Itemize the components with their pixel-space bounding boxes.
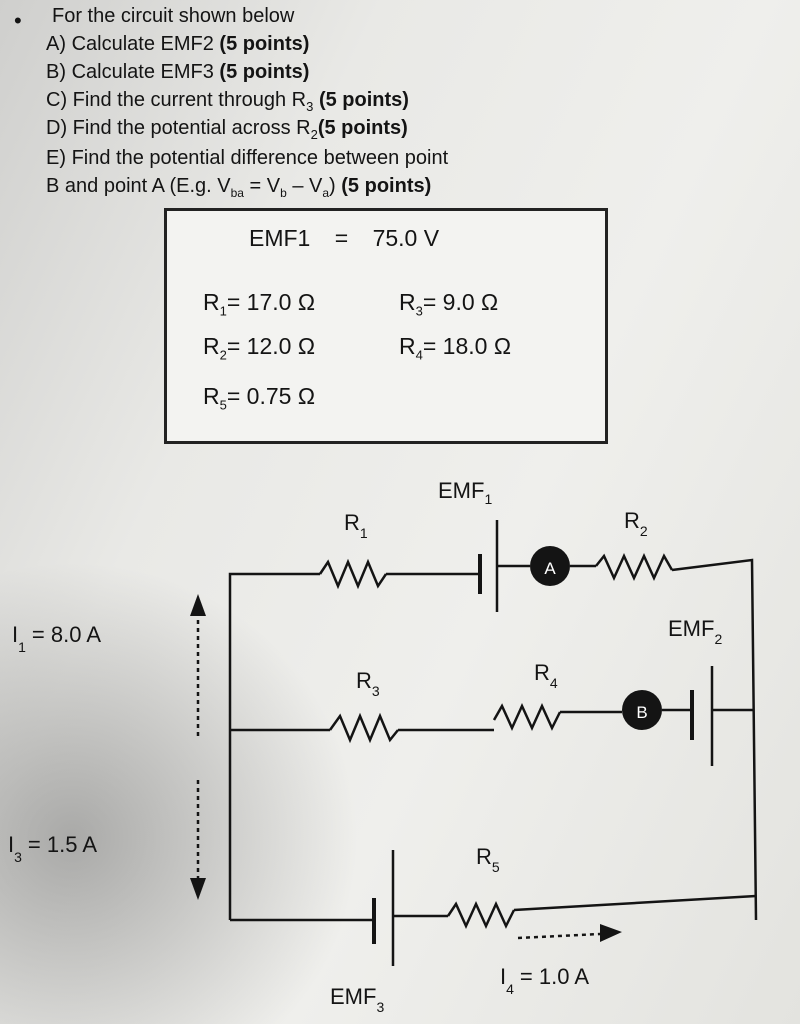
text-c: Find the current through R — [72, 89, 307, 111]
r2-sub: 2 — [219, 347, 227, 363]
point-b-label: B — [636, 703, 647, 722]
label-b: B) — [46, 61, 66, 83]
r2-given: R2= 12.0 Ω — [203, 333, 315, 363]
sub-d: 2 — [310, 127, 318, 142]
text-close: ) — [329, 175, 336, 197]
sub-b: b — [280, 186, 287, 200]
text-e2: B and point A (E.g. V — [46, 175, 231, 197]
points-c: (5 points) — [318, 89, 409, 111]
r4-given: R4= 18.0 Ω — [399, 333, 511, 363]
question-e-line2: B and point A (E.g. Vba = Vb – Va) (5 po… — [46, 174, 431, 205]
r2-val: = 12.0 Ω — [226, 333, 316, 359]
emf1-diagram-label: EMF1 — [438, 478, 492, 507]
wire-bottom-right — [513, 894, 757, 912]
emf1-eq: = — [334, 225, 349, 251]
r5-diagram-label: R5 — [476, 844, 500, 875]
text-b: Calculate EMF3 — [71, 61, 214, 83]
label-c: C) — [46, 89, 68, 111]
sub-c: 3 — [306, 99, 314, 114]
r1-given: R1= 17.0 Ω — [203, 289, 315, 319]
label-d: D) — [46, 117, 68, 139]
i1-label: I1= 8.0 A — [12, 622, 101, 655]
intro-text: For the circuit shown below — [52, 5, 295, 27]
question-a: A) Calculate EMF2 (5 points) — [46, 32, 309, 56]
resistor-r5 — [446, 900, 516, 930]
question-intro: For the circuit shown below — [52, 4, 294, 28]
sub-a: a — [322, 186, 330, 200]
r5-sub: 5 — [219, 397, 227, 413]
r4-sub: 4 — [415, 347, 423, 363]
r3-val: = 9.0 Ω — [422, 289, 499, 315]
emf3-diagram-label: EMF3 — [330, 984, 384, 1015]
r3-sub: 3 — [415, 303, 423, 319]
resistor-r2 — [595, 552, 674, 582]
points-d: (5 points) — [317, 117, 408, 139]
r3-sym: R — [399, 289, 416, 315]
r3-diagram-label: R3 — [356, 668, 380, 699]
emf2-diagram-label: EMF2 — [668, 616, 722, 647]
r5-sym: R — [203, 383, 220, 409]
resistor-r4 — [492, 702, 562, 732]
given-values-box: EMF1 = 75.0 V R1= 17.0 Ω R3= 9.0 Ω R2= 1… — [164, 208, 608, 444]
i3-label: I3= 1.5 A — [8, 832, 97, 865]
r1-sub: 1 — [219, 303, 227, 319]
i3-arrow-head — [190, 878, 206, 900]
r1-val: = 17.0 Ω — [226, 289, 316, 315]
sub-ba: ba — [230, 186, 244, 200]
text-minus: – V — [286, 175, 323, 197]
points-a: (5 points) — [219, 33, 310, 55]
r2-diagram-label: R2 — [624, 508, 648, 539]
question-c: C) Find the current through R3 (5 points… — [46, 88, 409, 119]
text-d: Find the potential across R — [72, 117, 311, 139]
i1-arrow-head — [190, 594, 206, 616]
question-e: E) Find the potential difference between… — [46, 146, 448, 170]
r5-val: = 0.75 Ω — [226, 383, 316, 409]
label-e: E) — [46, 147, 66, 169]
emf1-given: EMF1 = 75.0 V — [249, 225, 439, 252]
r1-diagram-label: R1 — [344, 510, 368, 541]
wire-top-left — [228, 572, 320, 920]
question-b: B) Calculate EMF3 (5 points) — [46, 60, 309, 84]
points-b: (5 points) — [219, 61, 310, 83]
i4-arrow-line — [517, 932, 601, 940]
i4-arrow-head — [600, 924, 622, 942]
question-d: D) Find the potential across R2(5 points… — [46, 116, 408, 147]
text-eq: = V — [243, 175, 281, 197]
i4-label: I4= 1.0 A — [500, 964, 589, 997]
bullet-point: • — [14, 8, 22, 33]
r4-diagram-label: R4 — [534, 660, 558, 691]
r5-given: R5= 0.75 Ω — [203, 383, 315, 413]
resistor-r1 — [318, 558, 388, 590]
wire-top-right — [671, 558, 758, 921]
emf1-value: 75.0 V — [372, 225, 440, 251]
emf1-label: EMF1 — [249, 225, 311, 251]
r1-sym: R — [203, 289, 220, 315]
r2-sym: R — [203, 333, 220, 359]
label-a: A) — [46, 33, 66, 55]
r4-val: = 18.0 Ω — [422, 333, 512, 359]
text-e: Find the potential difference between po… — [71, 147, 449, 169]
shadow — [0, 560, 360, 1024]
text-a: Calculate EMF2 — [71, 33, 214, 55]
resistor-r3 — [328, 712, 399, 744]
point-a-marker — [530, 546, 570, 586]
point-a-label: A — [544, 559, 556, 578]
r3-given: R3= 9.0 Ω — [399, 289, 498, 319]
points-e: (5 points) — [341, 175, 432, 197]
point-b-marker — [622, 690, 662, 730]
r4-sym: R — [399, 333, 416, 359]
